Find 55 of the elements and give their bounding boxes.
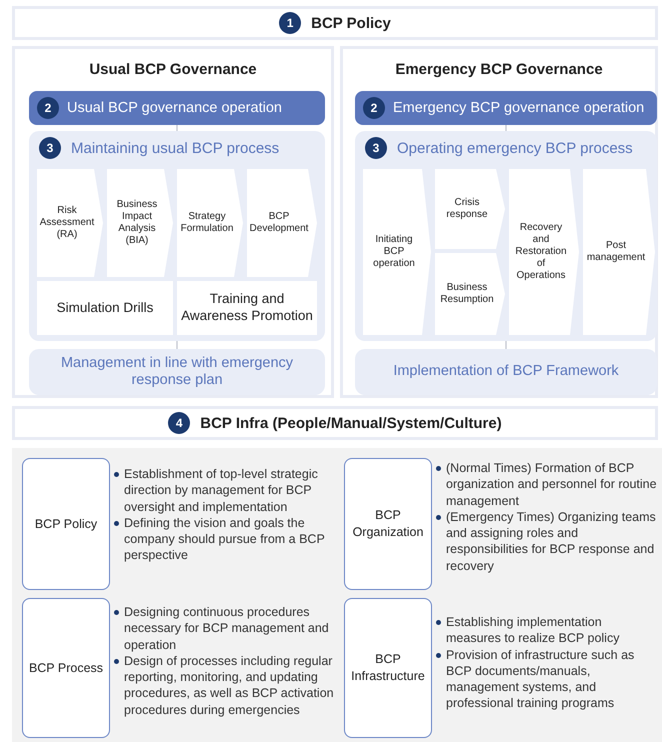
number-badge: 1 — [279, 12, 302, 34]
band-title: BCP Infra (People/Manual/System/Culture) — [200, 414, 502, 432]
bullet-text: Design of processes including regular reporting, monitoring, and updating procedures, as well as BCP activation procedures during emergencies — [114, 652, 342, 718]
step-label: Crisis response — [445, 197, 489, 221]
category-label: BCP Process — [28, 660, 104, 676]
number-badge: 3 — [39, 137, 61, 159]
step-label: BCP Development — [248, 211, 310, 235]
activity-label: Training and Awareness Promotion — [180, 291, 314, 325]
bullet-text: Provision of infrastructure such as BCP documents/manuals, management systems, and professional training programs — [436, 646, 658, 712]
category-label: BCP Infrastructure — [350, 651, 426, 685]
number-badge: 3 — [365, 137, 387, 159]
title-band — [12, 406, 658, 440]
bullet-text: Establishing implementation measures to realize BCP policy — [436, 614, 658, 646]
operation-bar — [355, 91, 657, 125]
bar-title: Usual BCP governance operation — [67, 100, 282, 116]
step-label: Risk Assessment (RA) — [38, 205, 96, 241]
number-badge: 2 — [363, 97, 385, 119]
category-label: BCP Policy — [34, 516, 98, 532]
process-heading: Maintaining usual BCP process — [71, 140, 280, 156]
outcome-label: Implementation of BCP Framework — [392, 363, 620, 381]
panel-heading: Emergency BCP Governance — [394, 61, 604, 78]
process-panel — [29, 131, 325, 341]
title-band — [12, 6, 658, 40]
bar-title: Emergency BCP governance operation — [393, 100, 644, 116]
bullet-text: Designing continuous procedures necessary for BCP management and operation — [114, 604, 342, 653]
governance-panel — [12, 46, 334, 398]
process-heading: Operating emergency BCP process — [397, 140, 633, 156]
bullet-text: Defining the vision and goals the company should pursue from a BCP perspective — [114, 514, 342, 564]
connector-line — [176, 124, 178, 132]
step-label: Initiating BCP operation — [372, 234, 416, 270]
activity-label: Simulation Drills — [56, 300, 154, 316]
number-badge: 4 — [168, 412, 190, 434]
panel-heading: Usual BCP Governance — [88, 61, 258, 78]
connector-line — [176, 340, 178, 350]
category-label: BCP Organization — [352, 507, 424, 541]
outcome-label: Management in line with emergency response plan — [60, 354, 294, 390]
governance-panel — [340, 46, 658, 398]
outcome-bar — [355, 349, 657, 395]
category-box — [344, 598, 432, 738]
bullet-text: Establishment of top-level strategic direction by management for BCP oversight and implementation — [114, 466, 342, 515]
process-panel — [355, 131, 657, 341]
bullet-text: (Normal Times) Formation of BCP organization and personnel for routine management — [436, 460, 658, 509]
category-box — [22, 458, 110, 590]
category-box — [22, 598, 110, 738]
step-label: Business Resumption — [439, 282, 495, 306]
step-label: Recovery and Restoration of Operations — [514, 222, 568, 282]
band-title: BCP Policy — [311, 14, 391, 32]
operation-bar — [29, 91, 325, 125]
step-label: Post management — [586, 240, 646, 264]
step-label: Strategy Formulation — [180, 211, 234, 235]
step-label: Business Impact Analysis (BIA) — [116, 199, 158, 247]
number-badge: 2 — [37, 97, 59, 119]
category-box — [344, 458, 432, 590]
outcome-bar — [29, 349, 325, 395]
bullet-text: (Emergency Times) Organizing teams and assigning roles and responsibilities for BCP response and recovery — [436, 508, 658, 574]
